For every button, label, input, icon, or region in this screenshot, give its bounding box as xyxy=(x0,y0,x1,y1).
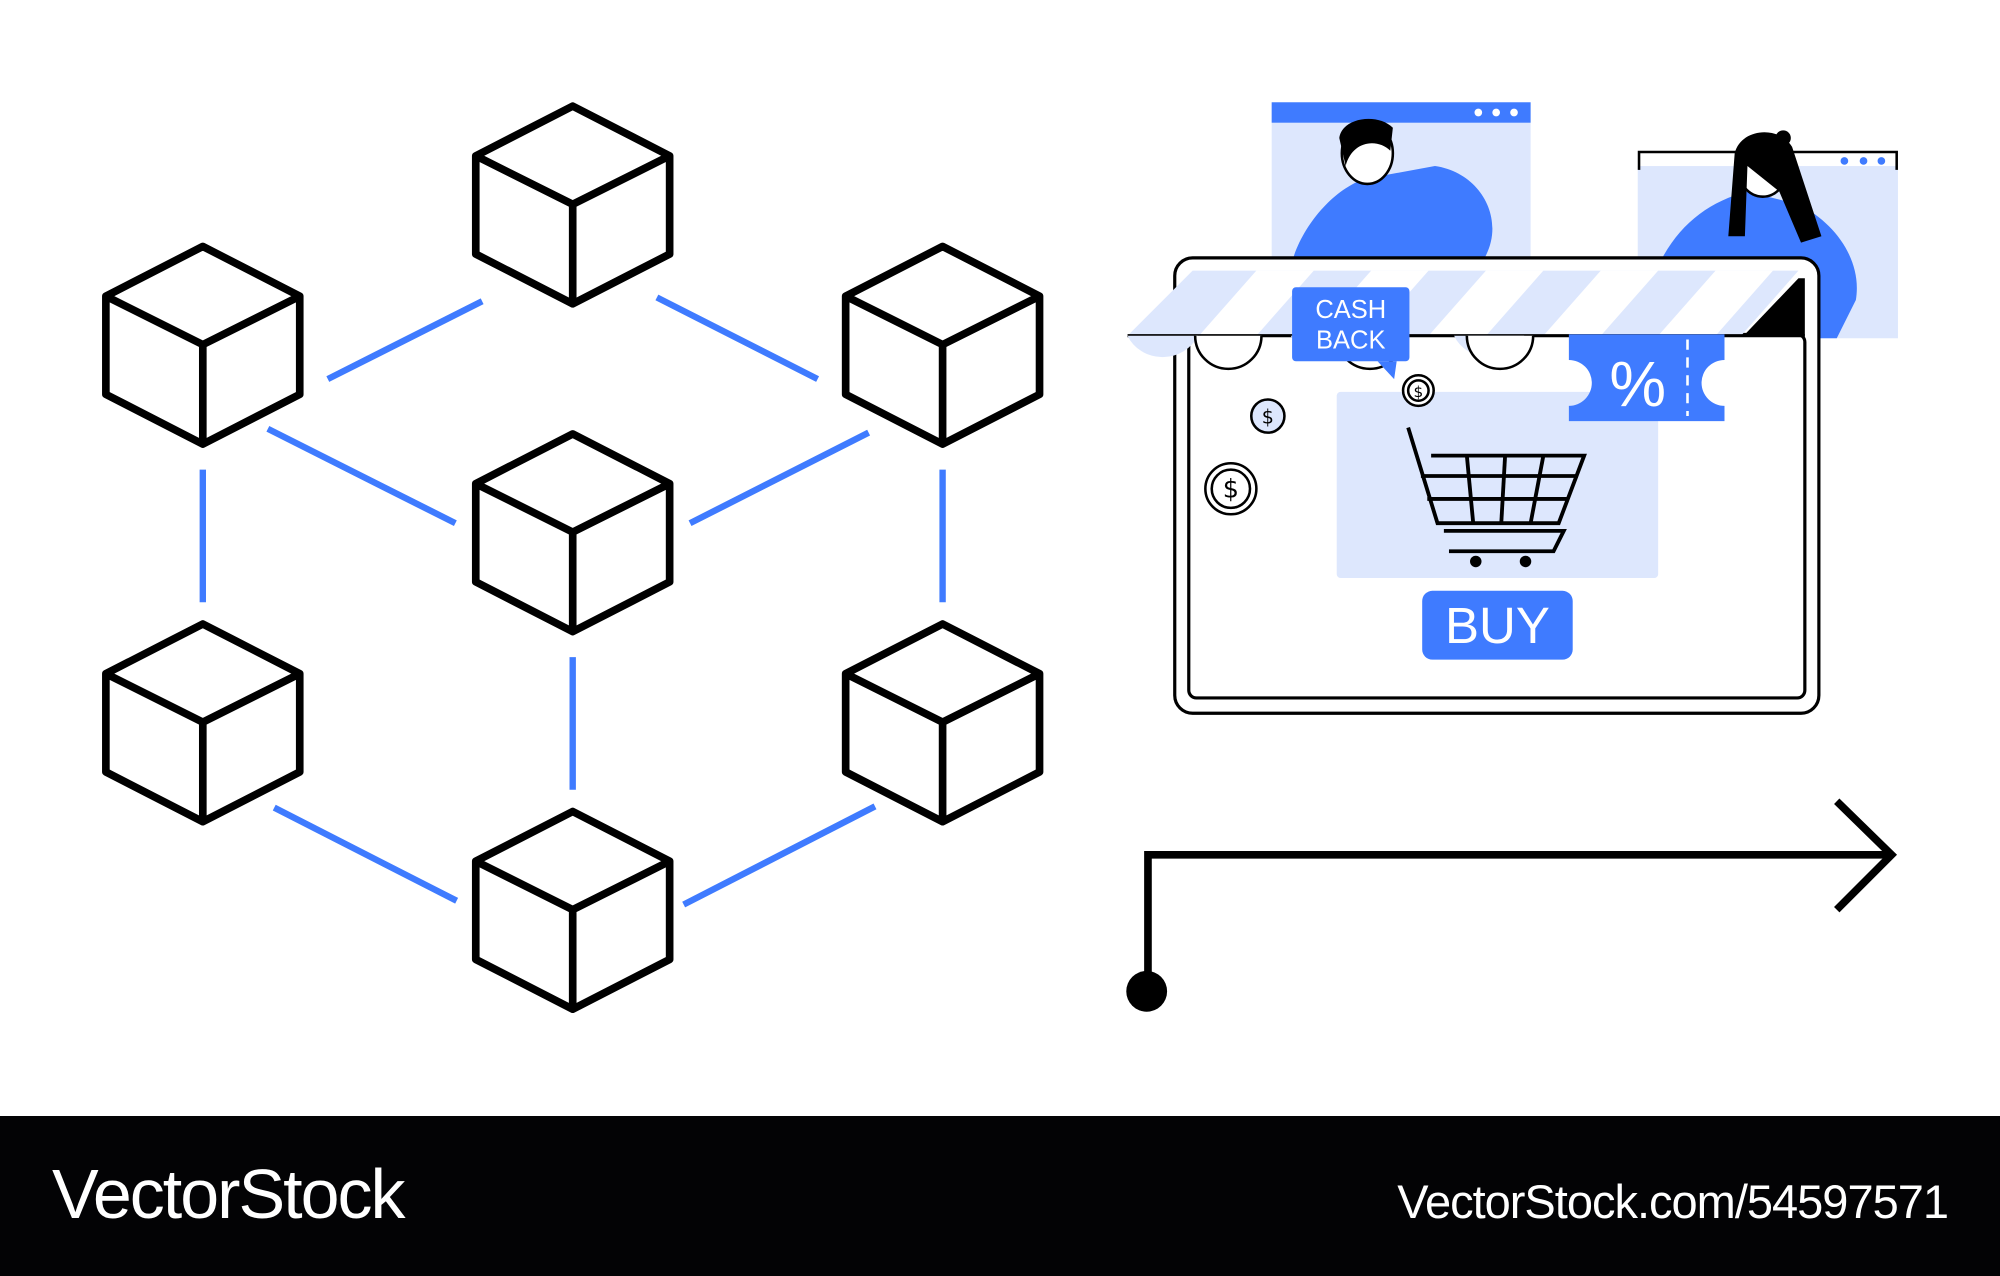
blockchain-links xyxy=(199,294,946,908)
svg-text:$: $ xyxy=(1262,406,1274,429)
cube-icon xyxy=(841,242,1044,448)
flow-arrow-icon xyxy=(1126,798,1898,1012)
cube-icon xyxy=(102,620,304,826)
cashback-line2: BACK xyxy=(1316,326,1385,354)
percent-symbol: % xyxy=(1609,348,1666,420)
cashback-tag: CASH BACK xyxy=(1292,287,1410,380)
image-url: VectorStock.com/54597571 xyxy=(1397,1175,1949,1228)
buy-label: BUY xyxy=(1445,597,1550,654)
blockchain-cubes xyxy=(102,102,1044,1014)
svg-text:$: $ xyxy=(1223,475,1239,505)
cube-icon xyxy=(471,430,674,636)
vectorstock-logo: VectorStock xyxy=(52,1155,406,1233)
cube-icon xyxy=(102,242,304,448)
shopping-cart-icon xyxy=(1406,426,1587,568)
watermark-footer: VectorStock VectorStock.com/54597571 xyxy=(0,1116,2000,1276)
cube-icon xyxy=(471,102,674,308)
svg-text:$: $ xyxy=(1414,383,1424,401)
storefront: BUY CASH BACK % $ $ $ xyxy=(1127,256,1821,715)
discount-coupon: % xyxy=(1568,334,1725,422)
cashback-line1: CASH xyxy=(1315,296,1386,324)
cube-icon xyxy=(841,620,1044,826)
cube-icon xyxy=(471,807,674,1014)
dollar-coin-icon: $ $ $ xyxy=(1204,373,1435,516)
buy-button[interactable]: BUY xyxy=(1422,590,1573,660)
